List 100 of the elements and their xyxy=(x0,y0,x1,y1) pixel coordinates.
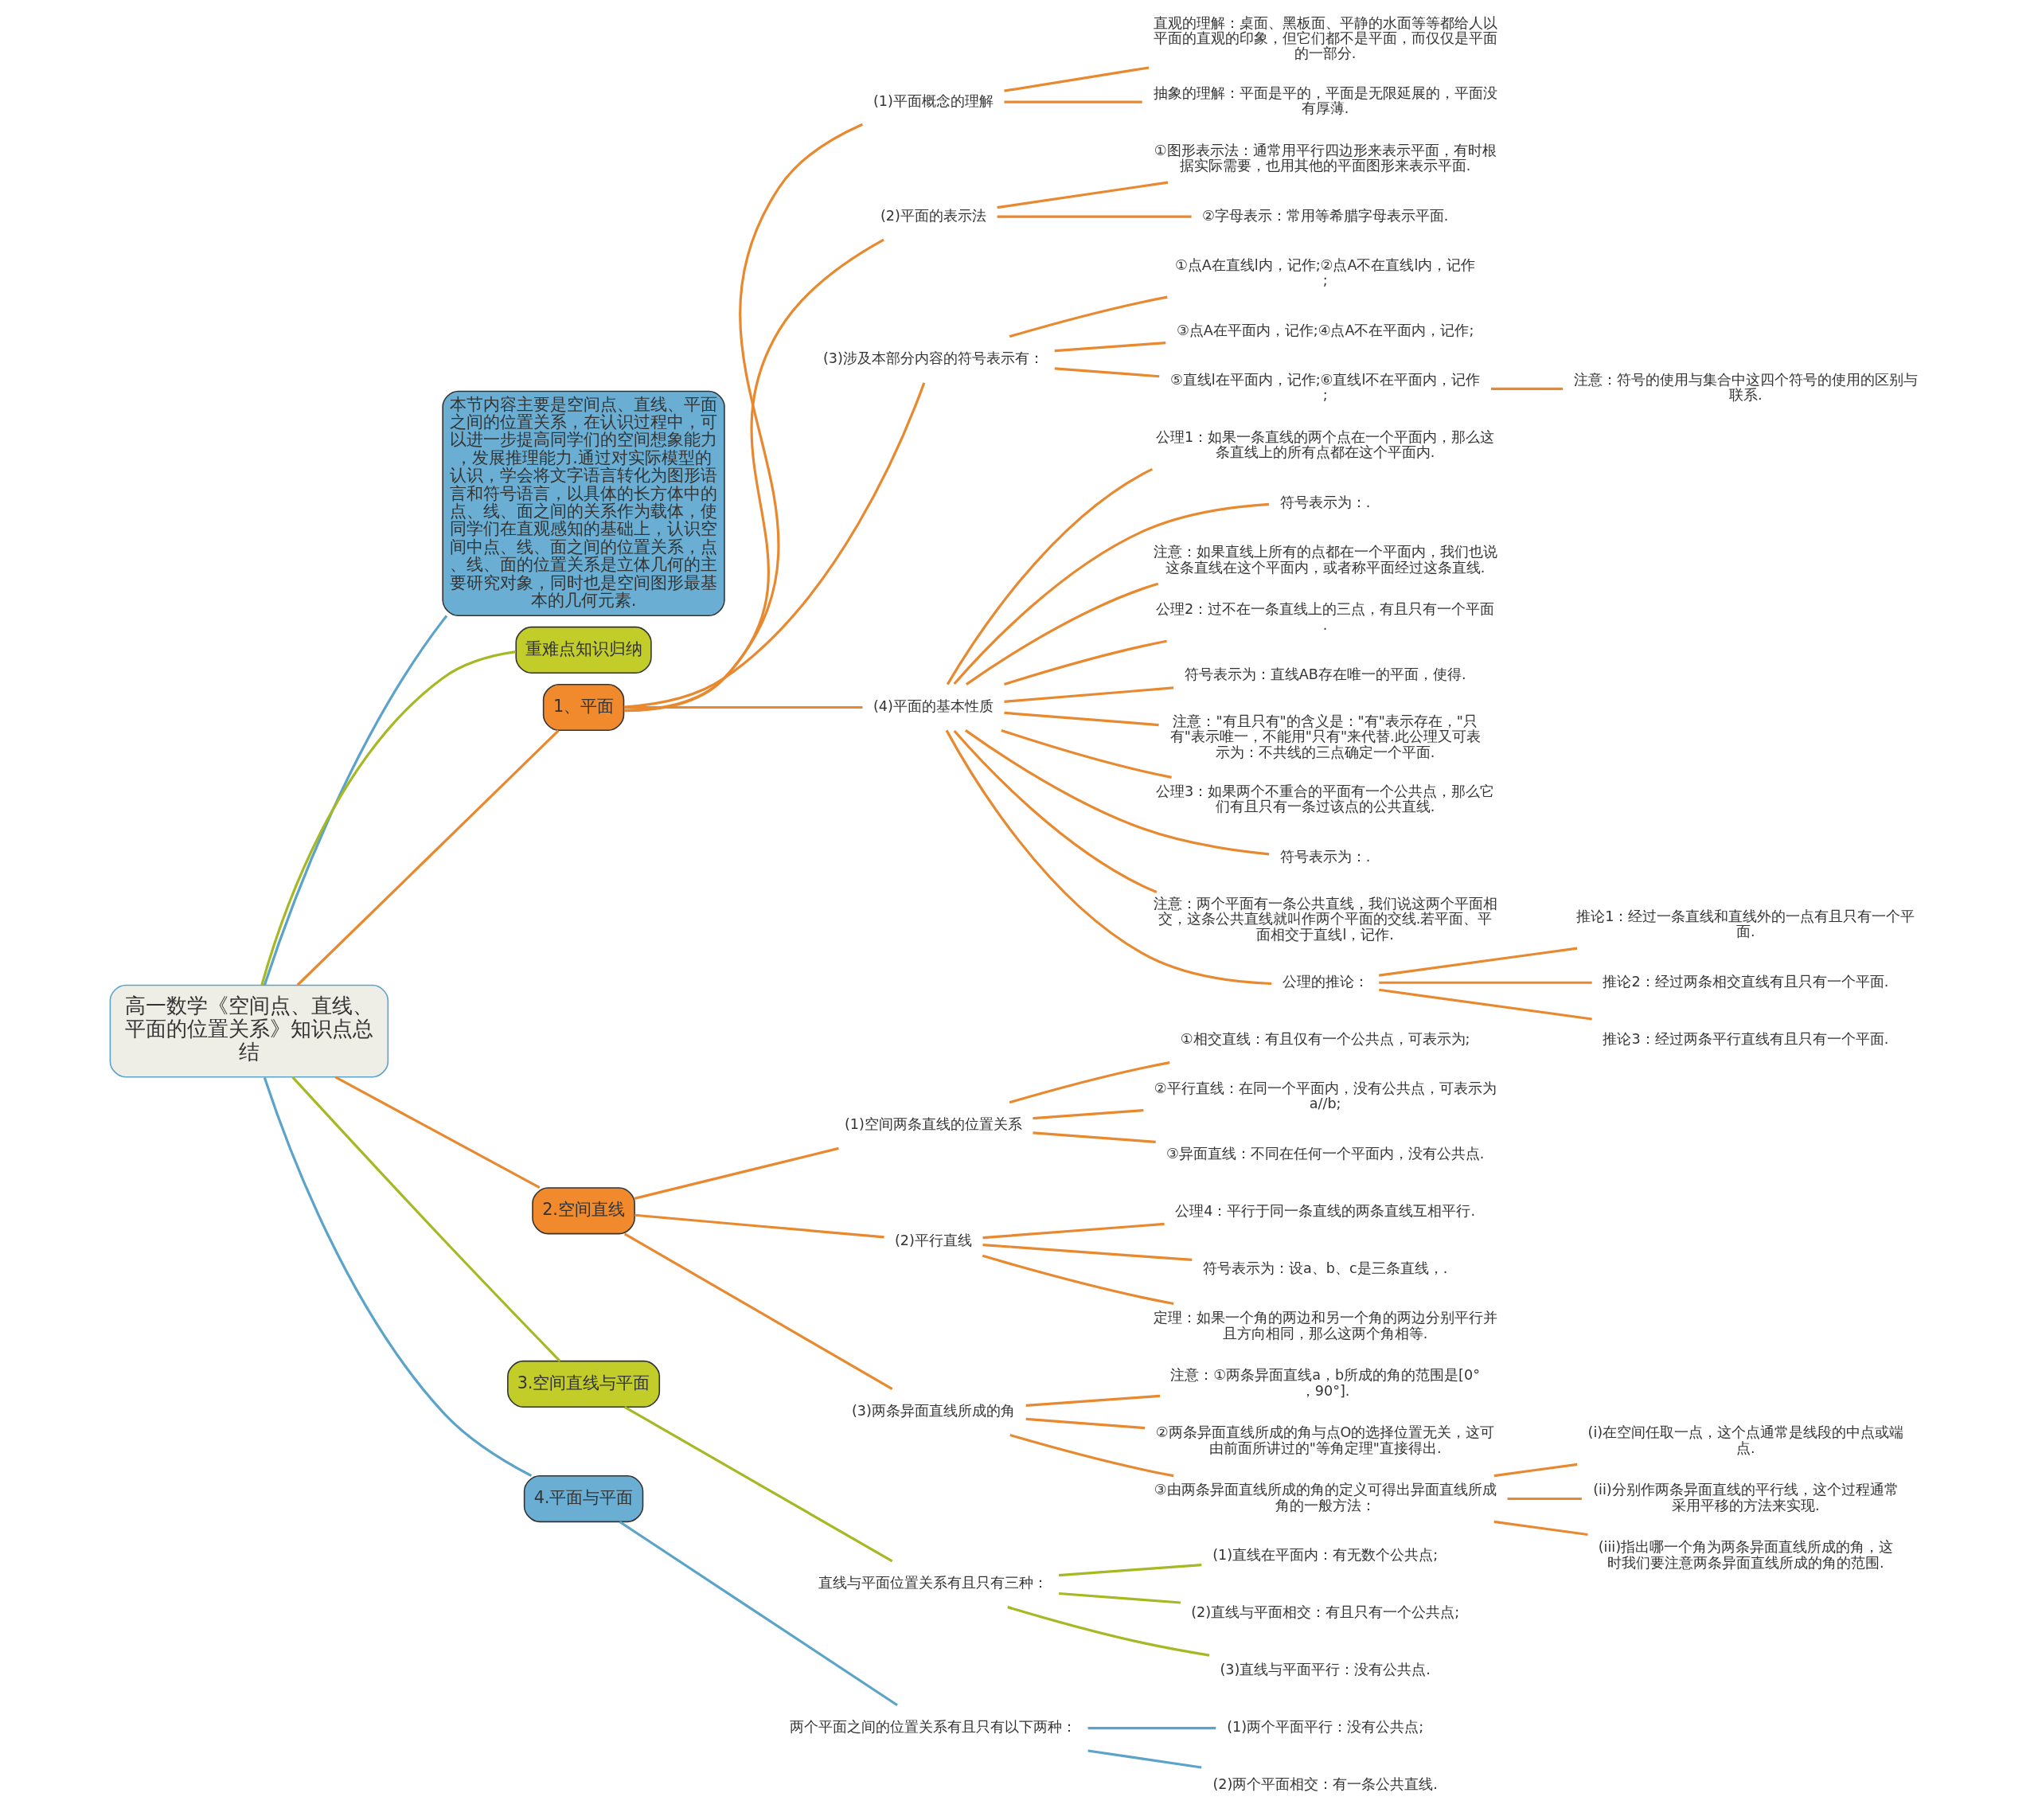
connector xyxy=(1087,1749,1201,1769)
node-text: ②两条异面直线所成的角与点O的选择位置无关，这可由前面所讲过的"等角定理"直接得出. xyxy=(1155,1424,1494,1456)
connector xyxy=(945,729,1271,986)
connector xyxy=(623,123,863,713)
connector xyxy=(1378,947,1577,977)
node-text: (1)平面概念的理解 xyxy=(873,92,994,109)
node-text: (iii)指出哪一个角为两条异面直线所成的角，这时我们要注意两条异面直线所成的角的范围. xyxy=(1598,1539,1893,1571)
connector xyxy=(1507,1497,1582,1501)
connector xyxy=(263,1076,532,1478)
node-text: ①图形表示法：通常用平行四边形来表示平面，有时根据实际需要，也用其他的平面图形来表示平面. xyxy=(1154,143,1497,174)
connector xyxy=(982,1222,1165,1240)
connector xyxy=(1032,1131,1156,1143)
node-text: (1)直线在平面内：有无数个公共点; xyxy=(1212,1547,1438,1564)
node-text: ③由两条异面直线所成的角的定义可得出异面直线所成角的一般方法： xyxy=(1154,1482,1497,1513)
connector xyxy=(634,1146,839,1200)
connector xyxy=(1493,1463,1577,1478)
connector xyxy=(965,582,1158,685)
node-text: 注意："有且只有"的含义是："有"表示存在，"只有"表示唯一，不能用"只有"来代替.此公理又可表示为：不共线的三点确定一个平面. xyxy=(1169,713,1481,760)
node-text: 符号表示为：. xyxy=(1279,494,1370,510)
node-box: 4.平面与平面 xyxy=(523,1474,643,1523)
connector xyxy=(1009,1061,1170,1104)
connector xyxy=(1490,387,1563,390)
node-box: 2.空间直线 xyxy=(531,1187,635,1235)
connector xyxy=(291,1076,560,1362)
connector xyxy=(623,1232,893,1390)
node-text: 符号表示为：. xyxy=(1279,848,1370,865)
node-text: 注意：①两条异面直线a，b所成的角的范围是[0°，90°]. xyxy=(1169,1367,1480,1399)
node-text: 公理3：如果两个不重合的平面有一个公共点，那么它们有且只有一条过该点的公共直线. xyxy=(1155,783,1494,815)
connector xyxy=(1003,66,1149,92)
connector xyxy=(1009,1434,1173,1478)
connector xyxy=(334,1076,541,1189)
node-text: ①点A在直线l内，记作;②点A不在直线l内，记作; xyxy=(1174,257,1475,289)
connector xyxy=(1006,1606,1209,1657)
node-text: (2)两个平面相交：有一条公共直线. xyxy=(1212,1776,1438,1793)
node-box: 重难点知识归纳 xyxy=(514,626,652,674)
node-text: 注意：两个平面有一条公共直线，我们说这两个平面相交，这条公共直线就叫作两个平面的交线.若平面、平面相交于直线l，记作. xyxy=(1153,896,1497,943)
node-text: (i)在空间任取一点，这个点通常是线段的中点或端点. xyxy=(1587,1424,1903,1456)
node-text: 推论2：经过两条相交直线有且只有一个平面. xyxy=(1603,973,1888,990)
node-text: 公理4：平行于同一条直线的两条直线互相平行. xyxy=(1174,1202,1475,1219)
node-text: 注意：如果直线上所有的点都在一个平面内，我们也说这条直线在这个平面内，或者称平面经过这条直线. xyxy=(1153,544,1497,576)
node-text: ⑤直线l在平面内，记作;⑥直线l不在平面内，记作; xyxy=(1169,372,1480,404)
connector xyxy=(982,1243,1192,1262)
node-text: 推论1：经过一条直线和直线外的一点有且只有一个平面. xyxy=(1575,908,1915,940)
node-text: 直观的理解：桌面、黑板面、平静的水面等等都给人以平面的直观的印象，但它们都不是平面，而仅仅是平面的一部分. xyxy=(1153,15,1497,62)
node-text: ②字母表示：常用等希腊字母表示平面. xyxy=(1201,207,1448,224)
node-box: 高一数学《空间点、直线、平面的位置关系》知识点总结 xyxy=(109,984,388,1078)
node-box: 1、平面 xyxy=(542,683,624,732)
connector xyxy=(982,1254,1173,1306)
connector xyxy=(623,705,862,709)
connector xyxy=(1009,295,1167,338)
node-text: (3)两条异面直线所成的角 xyxy=(851,1403,1015,1420)
connector xyxy=(997,215,1192,218)
connector xyxy=(1032,1109,1143,1120)
connector xyxy=(1087,1727,1216,1730)
connector xyxy=(1493,1520,1588,1537)
connector xyxy=(1003,711,1159,727)
connector xyxy=(964,729,1269,856)
connector xyxy=(1004,100,1142,103)
node-text: 公理1：如果一条直线的两个点在一个平面内，那么这条直线上的所有点都在这个平面内. xyxy=(1155,429,1494,461)
node-text: (1)空间两条直线的位置关系 xyxy=(844,1116,1022,1132)
node-text: 符号表示为：直线AB存在唯一的平面，使得. xyxy=(1184,666,1466,682)
connector xyxy=(263,615,447,986)
node-text: 符号表示为：设a、b、c是三条直线，. xyxy=(1202,1260,1447,1276)
connector xyxy=(946,467,1153,685)
node-text: ②平行直线：在同一个平面内，没有公共点，可表示为a//b; xyxy=(1154,1080,1497,1112)
connector xyxy=(634,1213,884,1239)
node-text: 推论3：经过两条平行直线有且只有一个平面. xyxy=(1603,1030,1888,1047)
node-text: ③异面直线：不同在任何一个平面内，没有公共点. xyxy=(1165,1145,1484,1162)
connector xyxy=(1058,1592,1181,1604)
connector xyxy=(1000,728,1172,779)
node-text: 直线与平面位置关系有且只有三种： xyxy=(818,1575,1048,1592)
node-text: ①相交直线：有且仅有一个公共点，可表示为; xyxy=(1180,1030,1470,1047)
connector xyxy=(260,650,516,986)
node-text: (3)涉及本部分内容的符号表示有： xyxy=(822,350,1044,366)
node-text: 定理：如果一个角的两边和另一个角的两边分别平行并且方向相同，那么这两个角相等. xyxy=(1153,1310,1497,1342)
node-text: 公理2：过不在一条直线上的三点，有且只有一个平面. xyxy=(1155,601,1494,633)
connector xyxy=(953,729,1157,893)
node-text: (ii)分别作两条异面直线的平行线，这个过程通常采用平移的方法来实现. xyxy=(1592,1482,1899,1513)
node-text: (3)直线与平面平行：没有公共点. xyxy=(1219,1662,1431,1678)
node-text: (4)平面的基本性质 xyxy=(873,697,994,714)
connector xyxy=(619,1521,898,1707)
connector xyxy=(953,502,1269,685)
connector xyxy=(1025,1417,1145,1430)
node-text: (2)平行直线 xyxy=(894,1232,972,1248)
connector xyxy=(1025,1394,1160,1407)
node-text: (2)直线与平面相交：有且只有一个公共点; xyxy=(1190,1604,1459,1621)
connector xyxy=(296,729,560,986)
connector xyxy=(996,181,1168,209)
connector xyxy=(623,382,925,709)
connector xyxy=(623,238,884,712)
node-text: 注意：符号的使用与集合中这四个符号的使用的区别与联系. xyxy=(1573,372,1918,404)
node-box: 3.空间直线与平面 xyxy=(506,1360,660,1408)
node-text: 抽象的理解：平面是平的，平面是无限延展的，平面没有厚薄. xyxy=(1153,85,1497,117)
connector xyxy=(1058,1564,1201,1577)
node-text: (1)两个平面平行：没有公共点; xyxy=(1226,1719,1423,1736)
node-box: 本节内容主要是空间点、直线、平面之间的位置关系，在认识过程中，可以进一步提高同学们的空间想象能力，发展推理能力.通过对实际模型的认识，学会将文字语言转化为图形语言和符号语言，以具体的长方体中的点、线、面之间的关系作为载体，使同学们在直观感知的基础上，认识空间中点、线、面之间的位置关系，点、线、面的位置关系是立体几何的主要研究对象，同时也是空间图形最基本的几何元素. xyxy=(441,390,725,617)
connector xyxy=(1054,342,1165,353)
connector xyxy=(1003,686,1173,703)
node-text: 公理的推论： xyxy=(1282,973,1368,990)
connector xyxy=(1378,988,1592,1021)
